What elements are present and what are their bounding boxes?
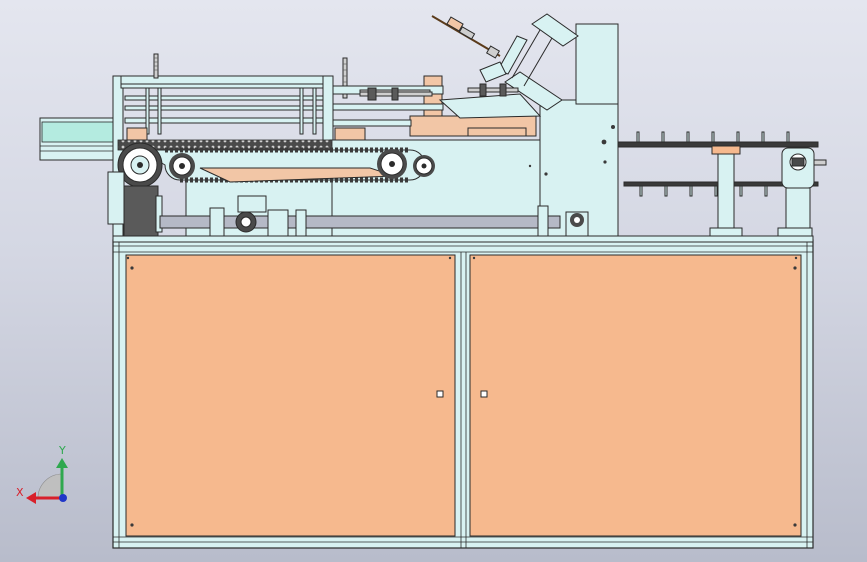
- x-axis-label: X: [16, 486, 24, 499]
- adjust-rods: [359, 83, 519, 101]
- z-axis-dot: [59, 494, 67, 502]
- x-axis-arrowhead: [26, 492, 36, 504]
- motor-gearbox: [107, 171, 163, 237]
- infeed-conveyor: [39, 117, 119, 161]
- coordinate-triad[interactable]: X Y: [16, 444, 68, 504]
- sprocket-right-1: [377, 149, 407, 179]
- door-handle-left[interactable]: [436, 390, 444, 398]
- drive-shaft: [159, 195, 561, 237]
- table-top: [112, 235, 814, 243]
- tail-pedestal: [777, 147, 827, 237]
- sprocket-middle: [169, 153, 195, 179]
- cabinet-door-right[interactable]: [469, 254, 802, 537]
- tilted-magazine: [438, 13, 579, 119]
- sprocket-right-2: [413, 155, 435, 177]
- sprocket-left: [117, 142, 163, 188]
- triad-quadrant: [37, 473, 63, 499]
- chain-drive: [117, 139, 426, 183]
- door-handle-right[interactable]: [480, 390, 488, 398]
- cabinet: [112, 239, 814, 549]
- y-axis-label: Y: [58, 444, 66, 457]
- outfeed-conveyor: [617, 131, 819, 237]
- bearing-block: [565, 211, 589, 237]
- threaded-rods: [153, 53, 348, 99]
- y-axis-arrowhead: [56, 458, 68, 468]
- cabinet-door-left[interactable]: [125, 254, 456, 537]
- sensor-cable: [431, 15, 501, 59]
